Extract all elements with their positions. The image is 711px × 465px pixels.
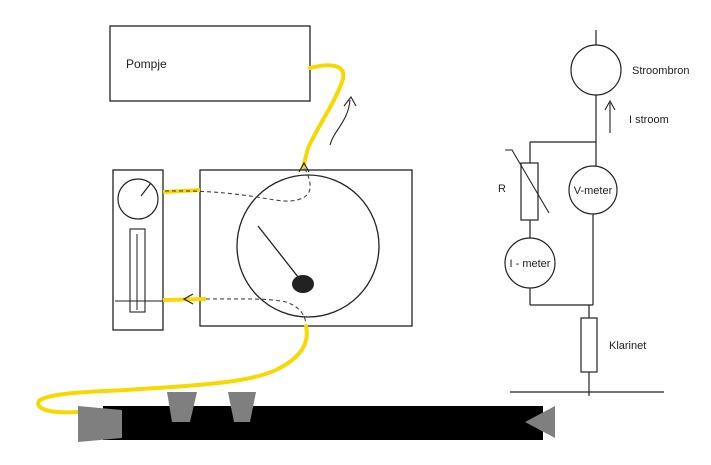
- large-gauge: [236, 174, 380, 318]
- source-label: Stroombron: [632, 65, 689, 77]
- dashed-arrow-left-head: [182, 293, 194, 305]
- clarinet-bar: [103, 406, 543, 440]
- small-gauge-needle: [140, 182, 152, 197]
- clarinet-resistor: [580, 317, 598, 373]
- resistor: [520, 162, 539, 221]
- tube-pump-to-box: [300, 63, 346, 174]
- current-source: [570, 44, 622, 96]
- clarinet-label: Klarinet: [609, 340, 646, 352]
- current-label: I stroom: [629, 114, 669, 126]
- right-end-cap: [525, 406, 555, 438]
- current-arrow-head: [604, 99, 616, 111]
- variable-resistor-arrow: [505, 149, 550, 214]
- hole-plug-1: [167, 392, 197, 422]
- pump-label: Pompje: [126, 57, 167, 71]
- hole-plug-2: [228, 392, 256, 422]
- large-gauge-needle: [257, 225, 303, 283]
- large-gauge-pivot: [292, 275, 314, 293]
- flow-arrow-head: [343, 96, 357, 107]
- dashed-arrow-up-head: [298, 161, 310, 173]
- left-end-cap: [78, 406, 122, 442]
- tube-box-to-clarinet: [36, 324, 309, 415]
- dashed-path-upper: [164, 165, 311, 202]
- small-gauge: [117, 178, 159, 220]
- flow-arrow: [329, 99, 351, 146]
- pump-box: [109, 25, 311, 102]
- resistor-label: R: [498, 183, 506, 195]
- voltmeter-label: V-meter: [574, 185, 613, 197]
- ammeter-label: I - meter: [510, 258, 551, 270]
